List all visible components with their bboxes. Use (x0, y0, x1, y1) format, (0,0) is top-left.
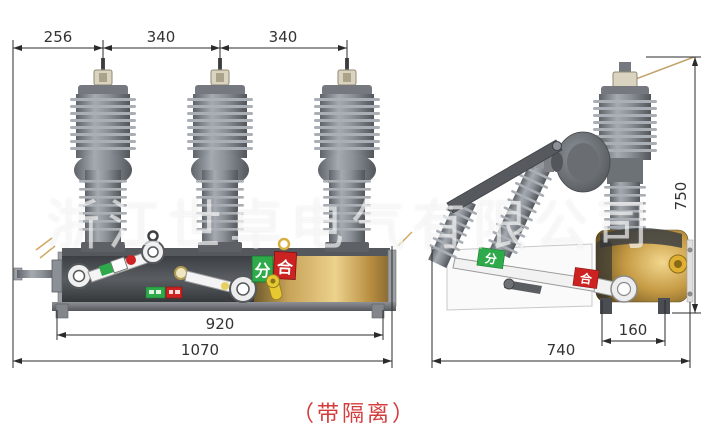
pole-insulator-3 (313, 57, 381, 253)
side-foot-left (600, 298, 612, 314)
front-dimensions (12, 40, 393, 368)
side-open-label: 分 (484, 250, 498, 267)
lifting-ring-icon (147, 230, 159, 242)
dim-overall-height: 750 (672, 182, 690, 211)
side-close-plate: 合 (572, 267, 600, 289)
status-plates-small (145, 286, 183, 299)
side-view: 分 合 750 160 740 (428, 56, 701, 368)
dim-mounting-width: 920 (206, 315, 235, 333)
open-indicator-plate: 分 (251, 255, 274, 283)
side-close-label: 合 (579, 270, 594, 287)
rotary-drum (536, 131, 611, 193)
side-linkage: 分 合 (452, 246, 638, 303)
operating-handle (265, 274, 283, 301)
dim-left-offset: 256 (44, 28, 73, 46)
dim-foot-spacing: 160 (619, 321, 648, 339)
dim-overall-width: 1070 (181, 341, 219, 359)
close-indicator-label: 合 (276, 258, 294, 278)
wire-leads (35, 231, 413, 259)
side-dimensions (431, 56, 701, 368)
isolator-knife-arm (446, 139, 563, 214)
front-view: 分 合 2 (12, 28, 413, 368)
dim-overall-depth: 740 (547, 341, 576, 359)
dim-pole-pitch-1: 340 (147, 28, 176, 46)
mounting-foot-right (371, 303, 385, 319)
caption-with-isolation: （带隔离） (291, 402, 417, 427)
open-indicator-label: 分 (254, 261, 270, 280)
side-pole-column (593, 62, 657, 238)
side-open-plate: 分 (476, 246, 506, 270)
front-linkage: 分 合 (66, 230, 298, 303)
yellow-ring-icon (277, 237, 291, 251)
drive-shaft (13, 259, 63, 293)
close-indicator-plate: 合 (272, 251, 298, 280)
dim-pole-pitch-2: 340 (269, 28, 298, 46)
isolator-insulator-front (488, 161, 552, 259)
pole-insulator-1 (69, 57, 137, 253)
side-foot-right (658, 298, 670, 314)
pole-insulator-2 (186, 57, 254, 253)
side-mechanism-box (595, 228, 694, 314)
mounting-foot-left (55, 303, 69, 319)
